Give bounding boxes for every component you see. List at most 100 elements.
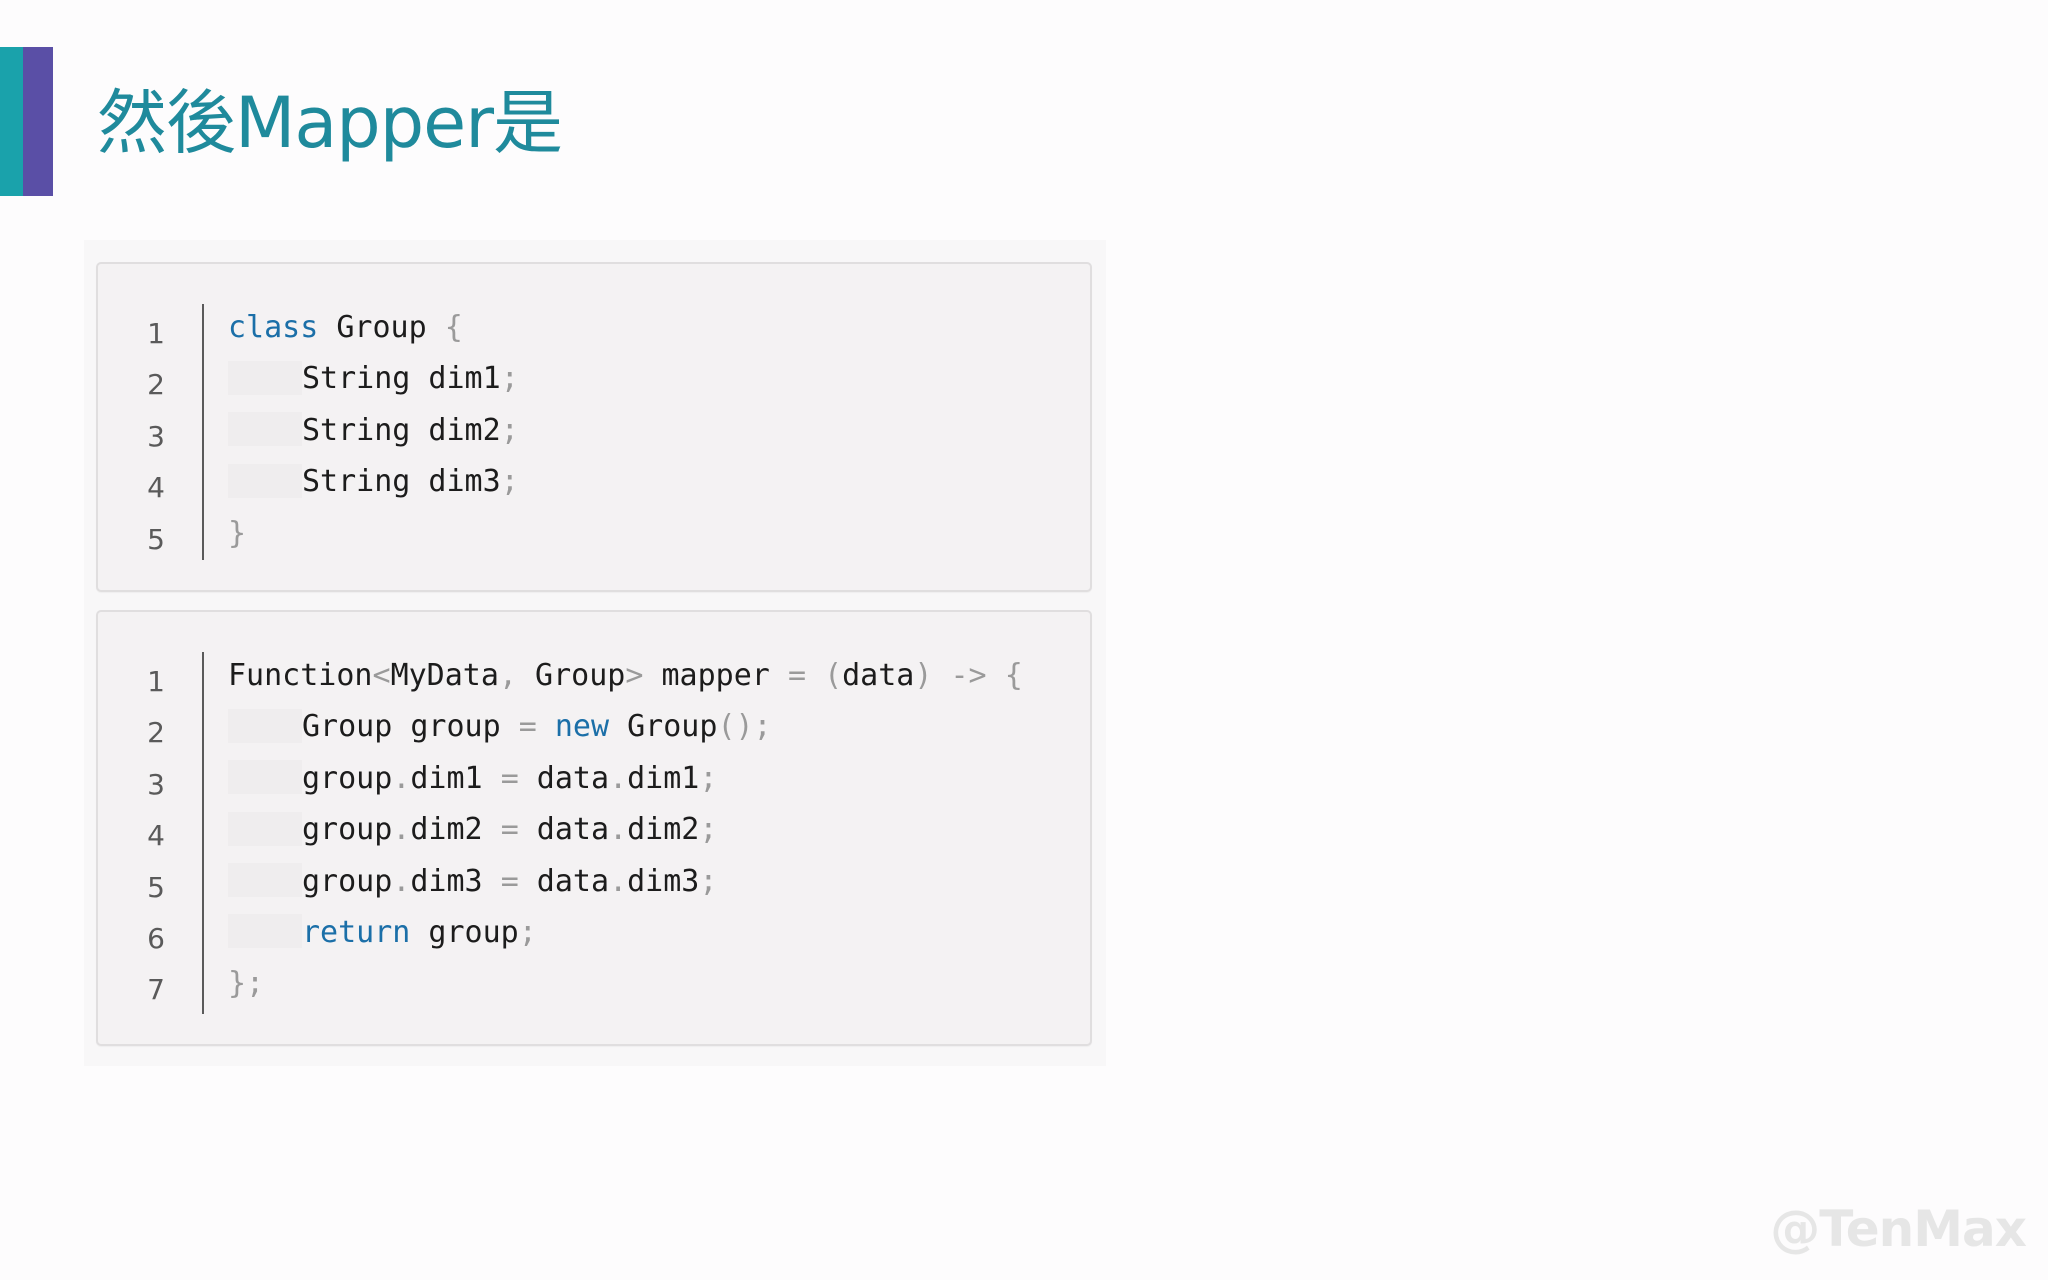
code-punctuation: . — [392, 863, 411, 899]
code-text: } — [228, 508, 246, 559]
code-token: Function — [228, 658, 373, 693]
code-token — [537, 709, 555, 744]
code-keyword: class — [228, 310, 319, 345]
line-number: 2 — [147, 368, 165, 402]
indent-guide — [228, 463, 302, 498]
code-punctuation: , — [498, 658, 517, 693]
tenmax-watermark: @TenMax — [1770, 1200, 2027, 1258]
code-text: Function<MyData, Group> mapper = (data) … — [228, 650, 1023, 701]
gutter-divider — [202, 652, 204, 1014]
line-number: 6 — [147, 921, 165, 955]
code-text: String dim3; — [228, 456, 519, 507]
page-title: 然後Mapper是 — [97, 82, 563, 164]
indent-guide — [228, 412, 302, 447]
code-token — [987, 658, 1005, 693]
code-punctuation: . — [609, 760, 628, 796]
code-punctuation: } — [228, 515, 247, 551]
code-token: Group — [517, 658, 626, 693]
code-token: Group — [609, 709, 718, 745]
line-number: 3 — [147, 419, 165, 453]
code-line: 2 String dim1; — [98, 353, 1090, 404]
code-text: Group group = new Group(); — [228, 701, 772, 752]
indent-guide — [228, 811, 302, 846]
indent-guide — [228, 914, 302, 949]
code-token: dim3 — [627, 863, 700, 899]
code-keyword: new — [554, 709, 610, 745]
code-punctuation: . — [392, 812, 411, 848]
code-punctuation: ; — [699, 863, 718, 899]
code-token: Group — [318, 310, 445, 345]
code-line: 4 String dim3; — [98, 456, 1090, 507]
code-punctuation: { — [444, 310, 463, 345]
indent-guide — [228, 360, 302, 395]
accent-bar-teal — [0, 47, 23, 196]
code-token: dim3 — [410, 863, 501, 899]
code-token: String dim2 — [302, 412, 501, 448]
code-punctuation: ; — [500, 412, 519, 448]
code-text: }; — [228, 958, 264, 1009]
code-text: return group; — [228, 907, 537, 958]
code-punctuation: (); — [717, 709, 772, 745]
code-token — [932, 658, 950, 693]
code-token: String dim1 — [302, 361, 501, 397]
code-punctuation: = — [787, 658, 806, 693]
code-punctuation: ; — [518, 914, 537, 950]
code-punctuation: = — [518, 709, 537, 745]
code-line: 1 Function<MyData, Group> mapper = (data)… — [98, 650, 1090, 701]
code-punctuation: = — [500, 812, 519, 848]
code-punctuation: -> — [950, 658, 987, 693]
code-block-mapper-function: 1 Function<MyData, Group> mapper = (data)… — [96, 610, 1092, 1046]
gutter-divider — [202, 304, 204, 560]
line-number: 1 — [147, 665, 165, 698]
code-token: group — [410, 914, 519, 950]
line-number: 7 — [147, 973, 165, 1007]
line-number: 5 — [147, 522, 165, 556]
code-token: dim2 — [410, 812, 501, 848]
code-line: 3 String dim2; — [98, 405, 1090, 456]
code-text: class Group { — [228, 302, 463, 353]
line-number: 3 — [147, 767, 165, 801]
code-line: 1 class Group { — [98, 302, 1090, 353]
line-number: 1 — [147, 317, 165, 350]
code-line: 3 group.dim1 = data.dim1; — [98, 753, 1090, 804]
code-line: 5} — [98, 508, 1090, 559]
code-text: group.dim2 = data.dim2; — [228, 804, 717, 855]
code-line: 6 return group; — [98, 907, 1090, 958]
code-punctuation: . — [609, 863, 628, 899]
code-line: 7}; — [98, 958, 1090, 1009]
code-token: data — [518, 863, 610, 899]
code-punctuation: ) — [914, 658, 933, 693]
code-punctuation: ; — [500, 464, 519, 500]
code-token: MyData — [390, 658, 499, 693]
code-punctuation: = — [500, 760, 519, 796]
code-text: String dim1; — [228, 353, 519, 404]
code-punctuation: }; — [228, 966, 265, 1002]
indent-guide — [228, 863, 302, 898]
code-text: group.dim1 = data.dim1; — [228, 753, 717, 804]
code-token: dim1 — [627, 760, 700, 796]
code-punctuation: ; — [500, 361, 519, 397]
code-keyword: return — [302, 914, 411, 950]
code-token: group — [302, 760, 393, 796]
code-token: dim1 — [410, 760, 501, 796]
code-punctuation: { — [1004, 658, 1023, 693]
indent-guide — [228, 760, 302, 795]
code-punctuation: ( — [824, 658, 843, 693]
accent-bar-purple — [23, 47, 53, 196]
code-token — [806, 658, 824, 693]
code-punctuation: > — [625, 658, 644, 693]
code-token: data — [518, 760, 610, 796]
code-lines: 1 Function<MyData, Group> mapper = (data)… — [98, 650, 1090, 1010]
code-token: group — [302, 863, 393, 899]
code-punctuation: . — [609, 812, 628, 848]
line-number: 2 — [147, 716, 165, 750]
code-text: String dim2; — [228, 405, 519, 456]
code-punctuation: . — [392, 760, 411, 796]
code-token: mapper — [643, 658, 788, 693]
line-number: 4 — [147, 471, 165, 505]
